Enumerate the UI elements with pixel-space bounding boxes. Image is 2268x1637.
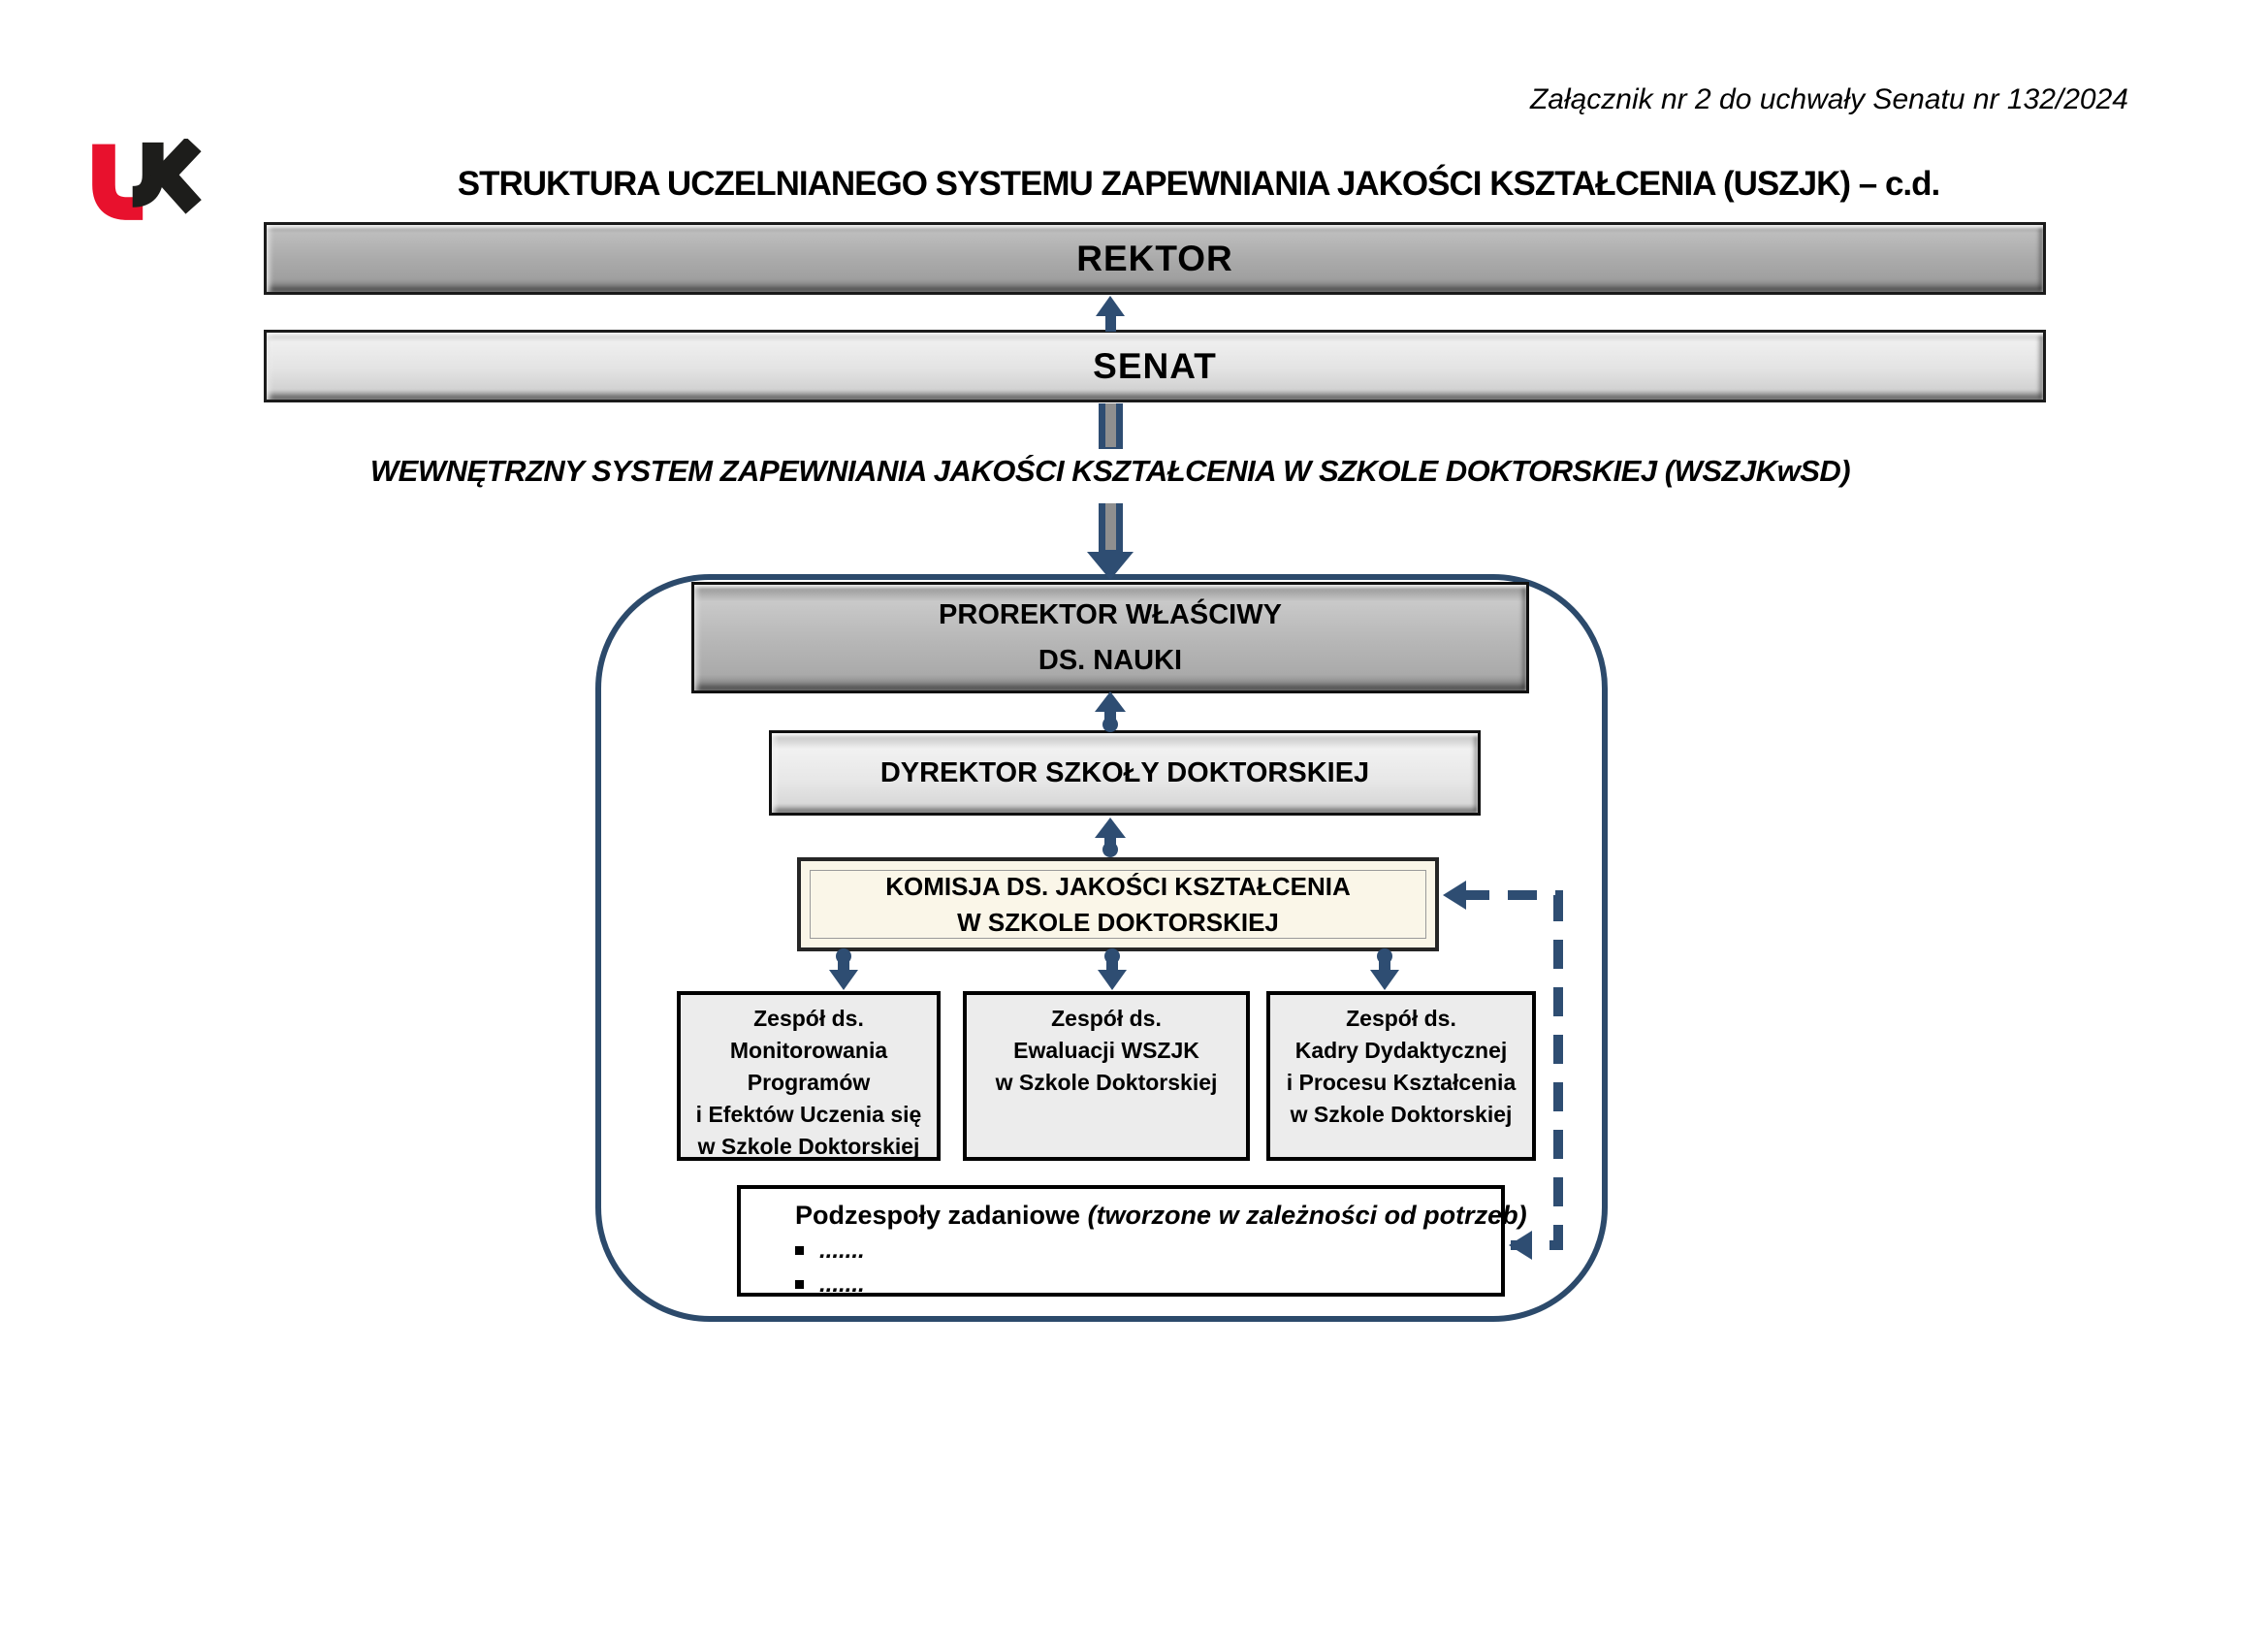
team1-line: Monitorowania xyxy=(729,1038,888,1063)
podzespoly-title: Podzespoły zadaniowe xyxy=(795,1201,1081,1230)
bullet-square-icon xyxy=(795,1246,804,1255)
komisja-box: KOMISJA DS. JAKOŚCI KSZTAŁCENIA W SZKOLE… xyxy=(797,857,1439,951)
team1-line: w Szkole Doktorskiej xyxy=(697,1134,920,1159)
ujk-logo xyxy=(92,139,202,220)
rektor-box: REKTOR xyxy=(264,222,2046,295)
team1-line: Programów xyxy=(747,1070,871,1095)
komisja-line2: W SZKOLE DOKTORSKIEJ xyxy=(957,907,1279,937)
team3-line: i Procesu Kształcenia xyxy=(1286,1070,1517,1095)
team2-line: Zespół ds. xyxy=(1051,1006,1162,1031)
team1-line: Zespół ds. xyxy=(753,1006,864,1031)
dyrektor-label: DYREKTOR SZKOŁY DOKTORSKIEJ xyxy=(879,756,1370,788)
team2-line: Ewaluacji WSZJK xyxy=(1013,1038,1199,1063)
team2-line: w Szkole Doktorskiej xyxy=(995,1070,1218,1095)
connector-senat-to-container xyxy=(1087,403,1134,580)
attachment-annotation: Załącznik nr 2 do uchwały Senatu nr 132/… xyxy=(1529,83,2128,115)
logo-j-black xyxy=(131,142,164,208)
bullet-square-icon xyxy=(795,1280,804,1289)
logo-k-black xyxy=(150,139,202,214)
podzespoly-bullet-row: ....... xyxy=(795,1271,1482,1299)
podzespoly-bullet-row: ....... xyxy=(795,1237,1482,1265)
prorektor-box: PROREKTOR WŁAŚCIWY DS. NAUKI xyxy=(691,582,1529,693)
page-title: STRUKTURA UCZELNIANEGO SYSTEMU ZAPEWNIAN… xyxy=(457,165,1941,203)
bullet-text: ....... xyxy=(819,1271,865,1298)
komisja-line1: KOMISJA DS. JAKOŚCI KSZTAŁCENIA xyxy=(885,871,1351,901)
logo-u-red xyxy=(92,144,144,220)
prorektor-line2: DS. NAUKI xyxy=(1038,644,1183,676)
rektor-label: REKTOR xyxy=(1076,238,1233,278)
team3-line: Zespół ds. xyxy=(1346,1006,1456,1031)
senat-box: SENAT xyxy=(264,330,2046,402)
podzespoly-box: Podzespoły zadaniowe (tworzone w zależno… xyxy=(737,1185,1527,1299)
team-kadry-box: Zespół ds. Kadry Dydaktycznej i Procesu … xyxy=(1266,991,1536,1161)
team3-line: w Szkole Doktorskiej xyxy=(1290,1102,1513,1127)
team3-line: Kadry Dydaktycznej xyxy=(1294,1038,1508,1063)
podzespoly-note-text: (tworzone w zależności od potrzeb) xyxy=(1087,1201,1527,1230)
team-ewaluacji-box: Zespół ds. Ewaluacji WSZJK w Szkole Dokt… xyxy=(963,991,1250,1161)
team-monitorowania-box: Zespół ds. Monitorowania Programów i Efe… xyxy=(677,991,941,1161)
bullet-text: ....... xyxy=(819,1237,865,1264)
team1-line: i Efektów Uczenia się xyxy=(695,1102,922,1127)
senat-label: SENAT xyxy=(1093,345,1217,386)
wszjk-heading: WEWNĘTRZNY SYSTEM ZAPEWNIANIA JAKOŚCI KS… xyxy=(369,454,1851,488)
dyrektor-box: DYREKTOR SZKOŁY DOKTORSKIEJ xyxy=(769,730,1481,816)
arrow-senat-to-rektor xyxy=(1096,296,1125,332)
prorektor-line1: PROREKTOR WŁAŚCIWY xyxy=(939,598,1282,630)
